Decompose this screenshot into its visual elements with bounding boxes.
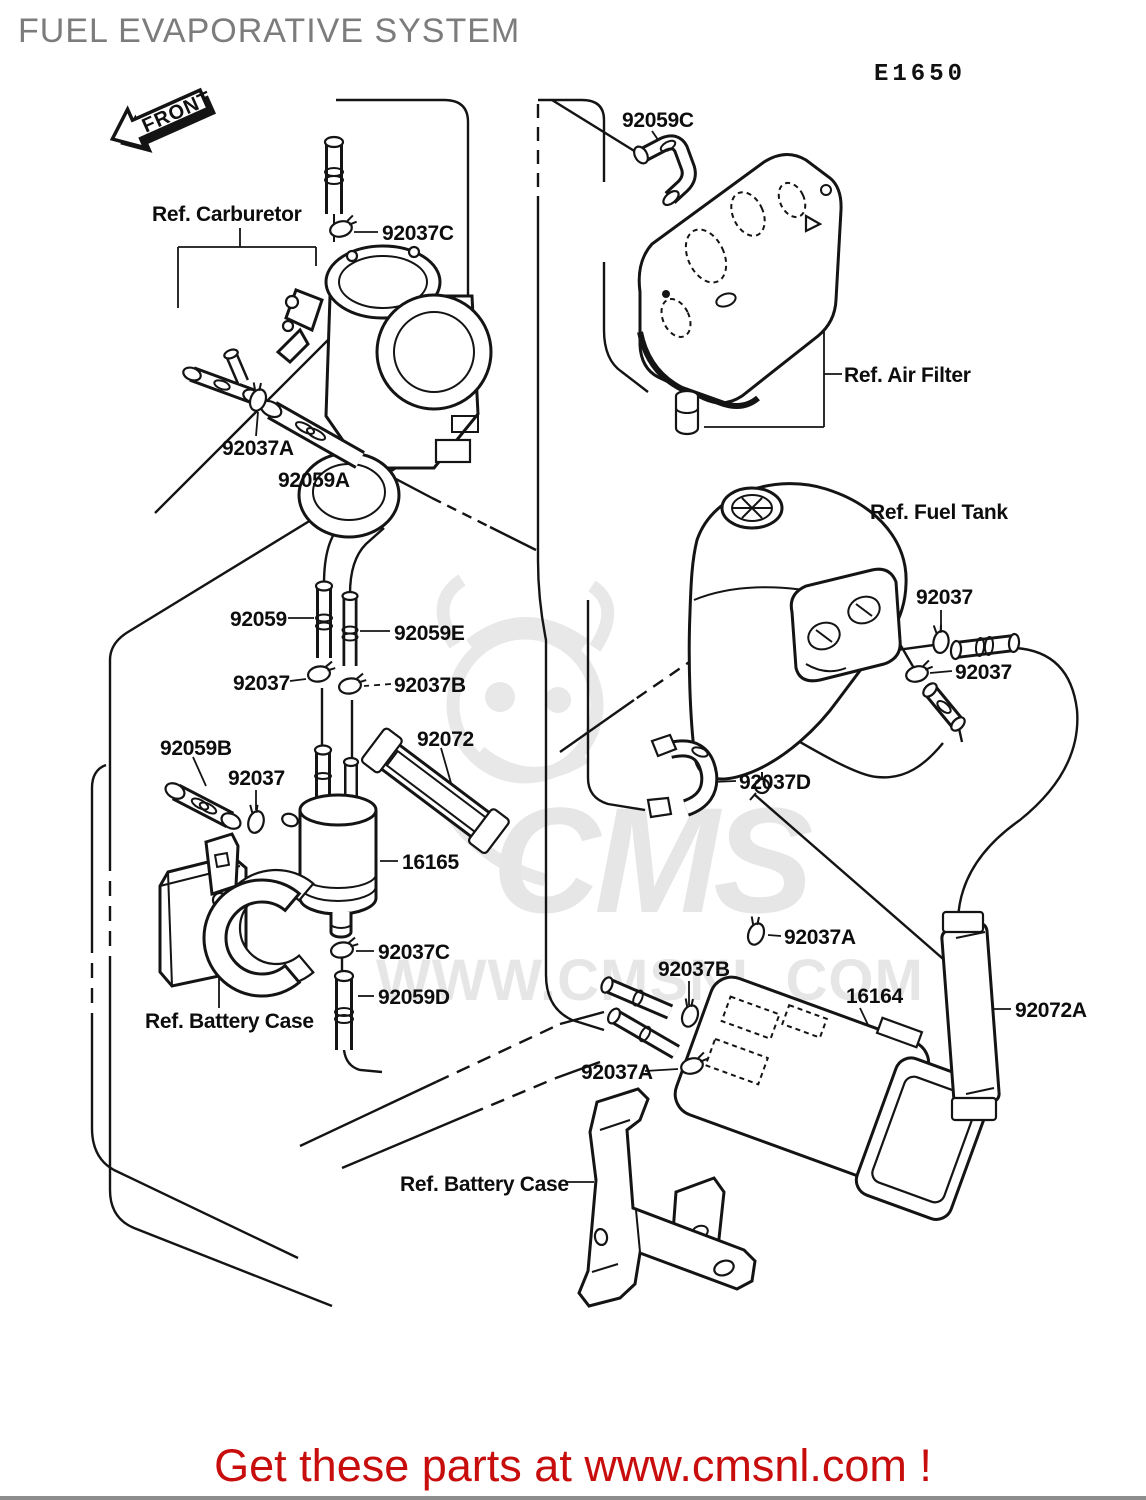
ref-label-air-filter: Ref. Air Filter: [844, 364, 971, 387]
clamp-92037-lower-left: [247, 804, 265, 834]
tee-fitting: [182, 348, 262, 404]
part-label-92059E[interactable]: 92059E: [394, 622, 465, 645]
part-label-92037-lower-left[interactable]: 92037: [228, 767, 285, 790]
canister-strap-drawing: [940, 910, 1001, 1122]
part-label-92037-mid[interactable]: 92037: [233, 672, 290, 695]
clamp-92037-tank-upper: [932, 624, 950, 655]
part-label-92037A-mid[interactable]: 92037A: [784, 926, 856, 949]
ref-label-battery-case-left: Ref. Battery Case: [145, 1010, 314, 1033]
footer-cta-link[interactable]: Get these parts at www.cmsnl.com !: [214, 1440, 932, 1491]
part-label-92059C[interactable]: 92059C: [622, 109, 694, 132]
filter-outlet-hose-drawing: [333, 969, 355, 1050]
diagram-code: E1650: [874, 61, 966, 88]
battery-case-left-drawing: [158, 832, 315, 998]
hook-hose-drawing: [646, 733, 719, 819]
part-label-92037C-bottom[interactable]: 92037C: [378, 941, 450, 964]
fuel-filter-drawing: [281, 744, 378, 939]
air-filter-drawing: [637, 153, 843, 436]
vent-tube-pair: [314, 580, 359, 666]
part-label-92072[interactable]: 92072: [417, 728, 474, 751]
part-label-92037B-mid[interactable]: 92037B: [394, 674, 466, 697]
carb-drain-hose: [259, 399, 365, 469]
part-label-92059D[interactable]: 92059D: [378, 986, 450, 1009]
carburetor-drawing: [275, 244, 493, 539]
clamp-92037B-bottom: [680, 998, 700, 1028]
ref-label-carburetor: Ref. Carburetor: [152, 203, 302, 226]
battery-case-bottom-drawing: [577, 1087, 757, 1308]
air-filter-elbow-hose: [633, 134, 697, 207]
clamp-92037B-mid: [337, 672, 367, 695]
diagram-labels: E1650 Ref. Carburetor Ref. Air Filter Re…: [145, 61, 1087, 1196]
tank-fittings: [922, 632, 1021, 732]
clamp-92037C-top: [329, 214, 358, 238]
hose-92059B: [164, 782, 242, 830]
part-label-92072A[interactable]: 92072A: [1015, 999, 1087, 1022]
fuel-tank-drawing: [687, 482, 908, 801]
bottom-edge-bar: [0, 1496, 1146, 1500]
part-label-16165[interactable]: 16165: [402, 851, 460, 874]
part-label-92037B-bottom[interactable]: 92037B: [658, 958, 730, 981]
front-direction-badge: FRONT: [109, 87, 217, 153]
clamp-92037-tank-lower: [905, 659, 934, 683]
hose-clamps: [247, 214, 950, 1075]
clamp-92037A-mid: [746, 916, 766, 946]
part-label-92037D[interactable]: 92037D: [739, 771, 811, 794]
clamp-92037C-bottom: [329, 936, 359, 959]
page-title: FUEL EVAPORATIVE SYSTEM: [18, 12, 521, 50]
part-label-92037A-bottom[interactable]: 92037A: [581, 1061, 653, 1084]
ref-label-fuel-tank: Ref. Fuel Tank: [870, 501, 1008, 524]
part-label-92037-tank-lower[interactable]: 92037: [955, 661, 1012, 684]
clamp-92037-mid: [306, 660, 336, 683]
part-label-92037-tank-upper[interactable]: 92037: [916, 586, 973, 609]
filter-strap-drawing: [360, 727, 510, 855]
part-label-92059A[interactable]: 92059A: [278, 469, 350, 492]
clamp-92037A-carb: [248, 382, 268, 412]
canister-inlet-tubes: [600, 976, 681, 1059]
part-label-92059B[interactable]: 92059B: [160, 737, 232, 760]
clamp-92037A-bottom: [680, 1051, 709, 1075]
ref-label-battery-case-bottom: Ref. Battery Case: [400, 1173, 569, 1196]
part-label-92059[interactable]: 92059: [230, 608, 287, 631]
part-label-92037A-carb[interactable]: 92037A: [222, 437, 294, 460]
part-label-16164[interactable]: 16164: [846, 985, 904, 1008]
part-label-92037C-carb[interactable]: 92037C: [382, 222, 454, 245]
